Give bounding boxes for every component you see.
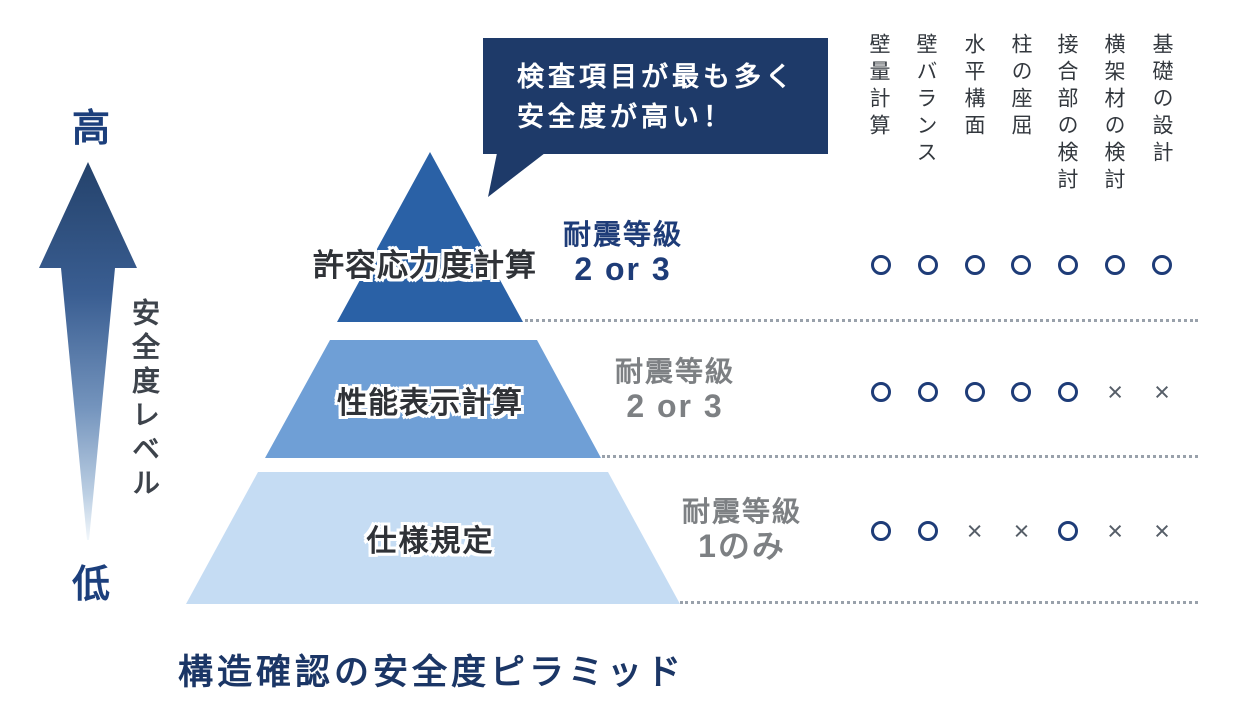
tier2-grade-label: 耐震等級	[614, 356, 735, 387]
column-header-3: 柱の座屈	[1009, 33, 1032, 141]
tier2-grade-value: 2 or 3	[626, 388, 724, 424]
column-header-1: 壁バランス	[914, 33, 937, 168]
column-header-0: 壁量計算	[867, 33, 890, 141]
tier1-grade-value: 2 or 3	[574, 251, 672, 287]
circle-mark	[1055, 379, 1081, 405]
column-header-4: 接合部の検討	[1055, 33, 1078, 195]
cross-mark: ×	[962, 516, 988, 546]
circle-mark	[1008, 252, 1034, 278]
circle-mark	[962, 252, 988, 278]
circle-mark	[1055, 518, 1081, 544]
circle-mark	[915, 252, 941, 278]
circle-mark-shape	[871, 521, 891, 541]
tier2-grade: 耐震等級 2 or 3	[605, 356, 745, 424]
axis-label: 安全度レベル	[129, 298, 160, 502]
circle-mark-shape	[1058, 521, 1079, 541]
column-header-5: 横架材の検討	[1102, 33, 1125, 195]
cross-mark: ×	[1102, 377, 1128, 407]
column-header-2: 水平構面	[962, 33, 985, 141]
callout-bubble-tail	[488, 153, 545, 197]
circle-mark	[915, 518, 941, 544]
cross-mark: ×	[1149, 516, 1175, 546]
pyramid-tier3-shape	[186, 472, 680, 604]
cross-mark-glyph: ×	[966, 516, 983, 546]
circle-mark	[962, 379, 988, 405]
callout-bubble: 検査項目が最も多く 安全度が高い！	[483, 38, 828, 154]
cross-mark-glyph: ×	[1013, 516, 1030, 546]
cross-mark-glyph: ×	[1154, 377, 1170, 407]
tier2-marks-row: ××	[868, 377, 1175, 407]
pyramid-tier1-shape	[337, 152, 523, 322]
circle-mark-shape	[964, 255, 985, 275]
circle-mark	[868, 252, 894, 278]
circle-mark-shape	[1105, 255, 1126, 275]
circle-mark	[1008, 379, 1034, 405]
circle-mark-shape	[871, 382, 891, 402]
circle-mark	[1149, 252, 1175, 278]
cross-mark: ×	[1149, 377, 1175, 407]
tier1-separator-line	[525, 319, 1198, 322]
cross-mark: ×	[1008, 516, 1034, 546]
circle-mark-shape	[917, 255, 938, 275]
axis-high-label: 高	[72, 108, 111, 150]
cross-mark-glyph: ×	[1107, 516, 1124, 546]
circle-mark	[868, 379, 894, 405]
tier1-name: 許容応力度計算	[313, 248, 537, 283]
tier3-grade-label: 耐震等級	[681, 496, 802, 527]
column-header-6: 基礎の設計	[1150, 33, 1173, 168]
cross-mark: ×	[1102, 516, 1128, 546]
axis-low-label: 低	[72, 564, 111, 606]
tier1-grade-label: 耐震等級	[562, 219, 683, 250]
circle-mark-shape	[964, 382, 985, 402]
circle-mark-shape	[1011, 382, 1032, 402]
tier3-name: 仕様規定	[366, 525, 495, 558]
callout-line1: 検査項目が最も多く	[517, 62, 796, 92]
circle-mark	[915, 379, 941, 405]
circle-mark-shape	[1011, 255, 1032, 275]
tier2-name: 性能表示計算	[337, 387, 523, 420]
tier1-grade: 耐震等級 2 or 3	[553, 219, 693, 287]
diagram-title: 構造確認の安全度ピラミッド	[178, 653, 686, 692]
safety-level-arrow	[39, 162, 137, 540]
circle-mark	[1102, 252, 1128, 278]
tier1-marks-row	[868, 252, 1175, 278]
callout-line2: 安全度が高い！	[517, 102, 734, 132]
circle-mark-shape	[1151, 255, 1172, 275]
circle-mark-shape	[917, 521, 938, 541]
tier3-grade-value: 1のみ	[698, 528, 786, 564]
cross-mark-glyph: ×	[1154, 516, 1170, 546]
circle-mark	[868, 518, 894, 544]
tier3-grade: 耐震等級 1のみ	[672, 496, 812, 564]
tier3-separator-line	[680, 601, 1198, 604]
tier2-separator-line	[602, 455, 1198, 458]
tier3-marks-row: × × × ×	[868, 516, 1175, 546]
circle-mark-shape	[1058, 382, 1079, 402]
circle-mark-shape	[1058, 255, 1079, 275]
circle-mark-shape	[917, 382, 938, 402]
cross-mark-glyph: ×	[1107, 377, 1124, 407]
pyramid-tier2-shape	[265, 340, 601, 458]
circle-mark	[1055, 252, 1081, 278]
circle-mark-shape	[871, 255, 891, 275]
